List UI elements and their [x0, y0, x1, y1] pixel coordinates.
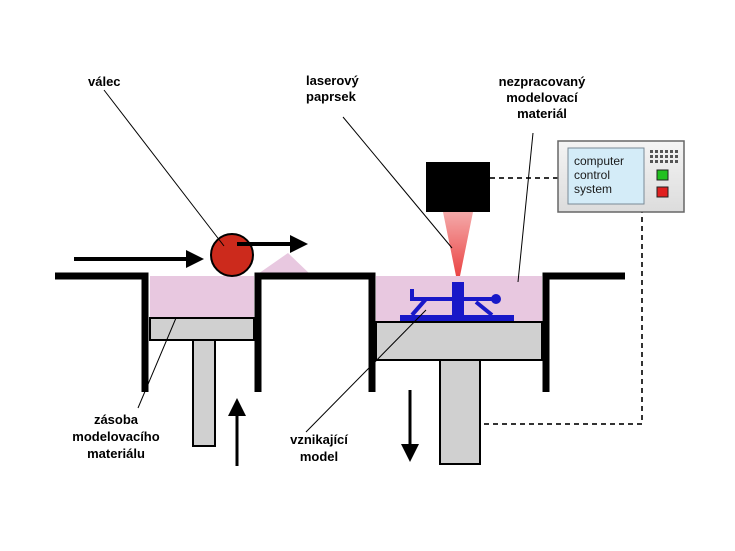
label-laser-line1: laserový: [306, 73, 360, 88]
label-unprocessed-line1: nezpracovaný: [499, 74, 586, 89]
control-system-panel: computer control system: [557, 140, 685, 213]
label-model-line2: model: [300, 449, 338, 464]
supply-piston: [192, 339, 216, 447]
supply-platform: [149, 317, 255, 341]
panel-button-red: [656, 186, 669, 198]
label-unprocessed-line2: modelovací: [506, 90, 578, 105]
label-supply-line1: zásoba: [94, 412, 139, 427]
label-roller: válec: [88, 74, 121, 89]
panel-text-line2: control: [574, 168, 610, 182]
panel-text-line1: computer: [574, 154, 624, 168]
leader-lines: [103, 89, 534, 433]
control-connections: [480, 177, 643, 425]
panel-keypad: [650, 150, 678, 163]
laser-head: [426, 162, 490, 212]
chamber-outline: [55, 272, 625, 392]
panel-text-line3: system: [574, 182, 612, 196]
roller: [210, 233, 254, 277]
label-laser-line2: paprsek: [306, 89, 357, 104]
powder-heap: [255, 253, 312, 276]
label-unprocessed-line3: materiál: [517, 106, 567, 121]
label-supply-line3: materiálu: [87, 446, 145, 461]
panel-button-green: [656, 169, 669, 181]
label-supply-line2: modelovacího: [72, 429, 159, 444]
panel-screen: [567, 147, 645, 205]
label-model-line1: vznikající: [290, 432, 348, 447]
build-platform: [375, 321, 543, 361]
supply-powder: [150, 276, 254, 320]
motion-arrows: [74, 235, 419, 466]
forming-model: [400, 282, 514, 321]
build-piston: [439, 359, 481, 465]
laser-beam: [443, 212, 473, 276]
